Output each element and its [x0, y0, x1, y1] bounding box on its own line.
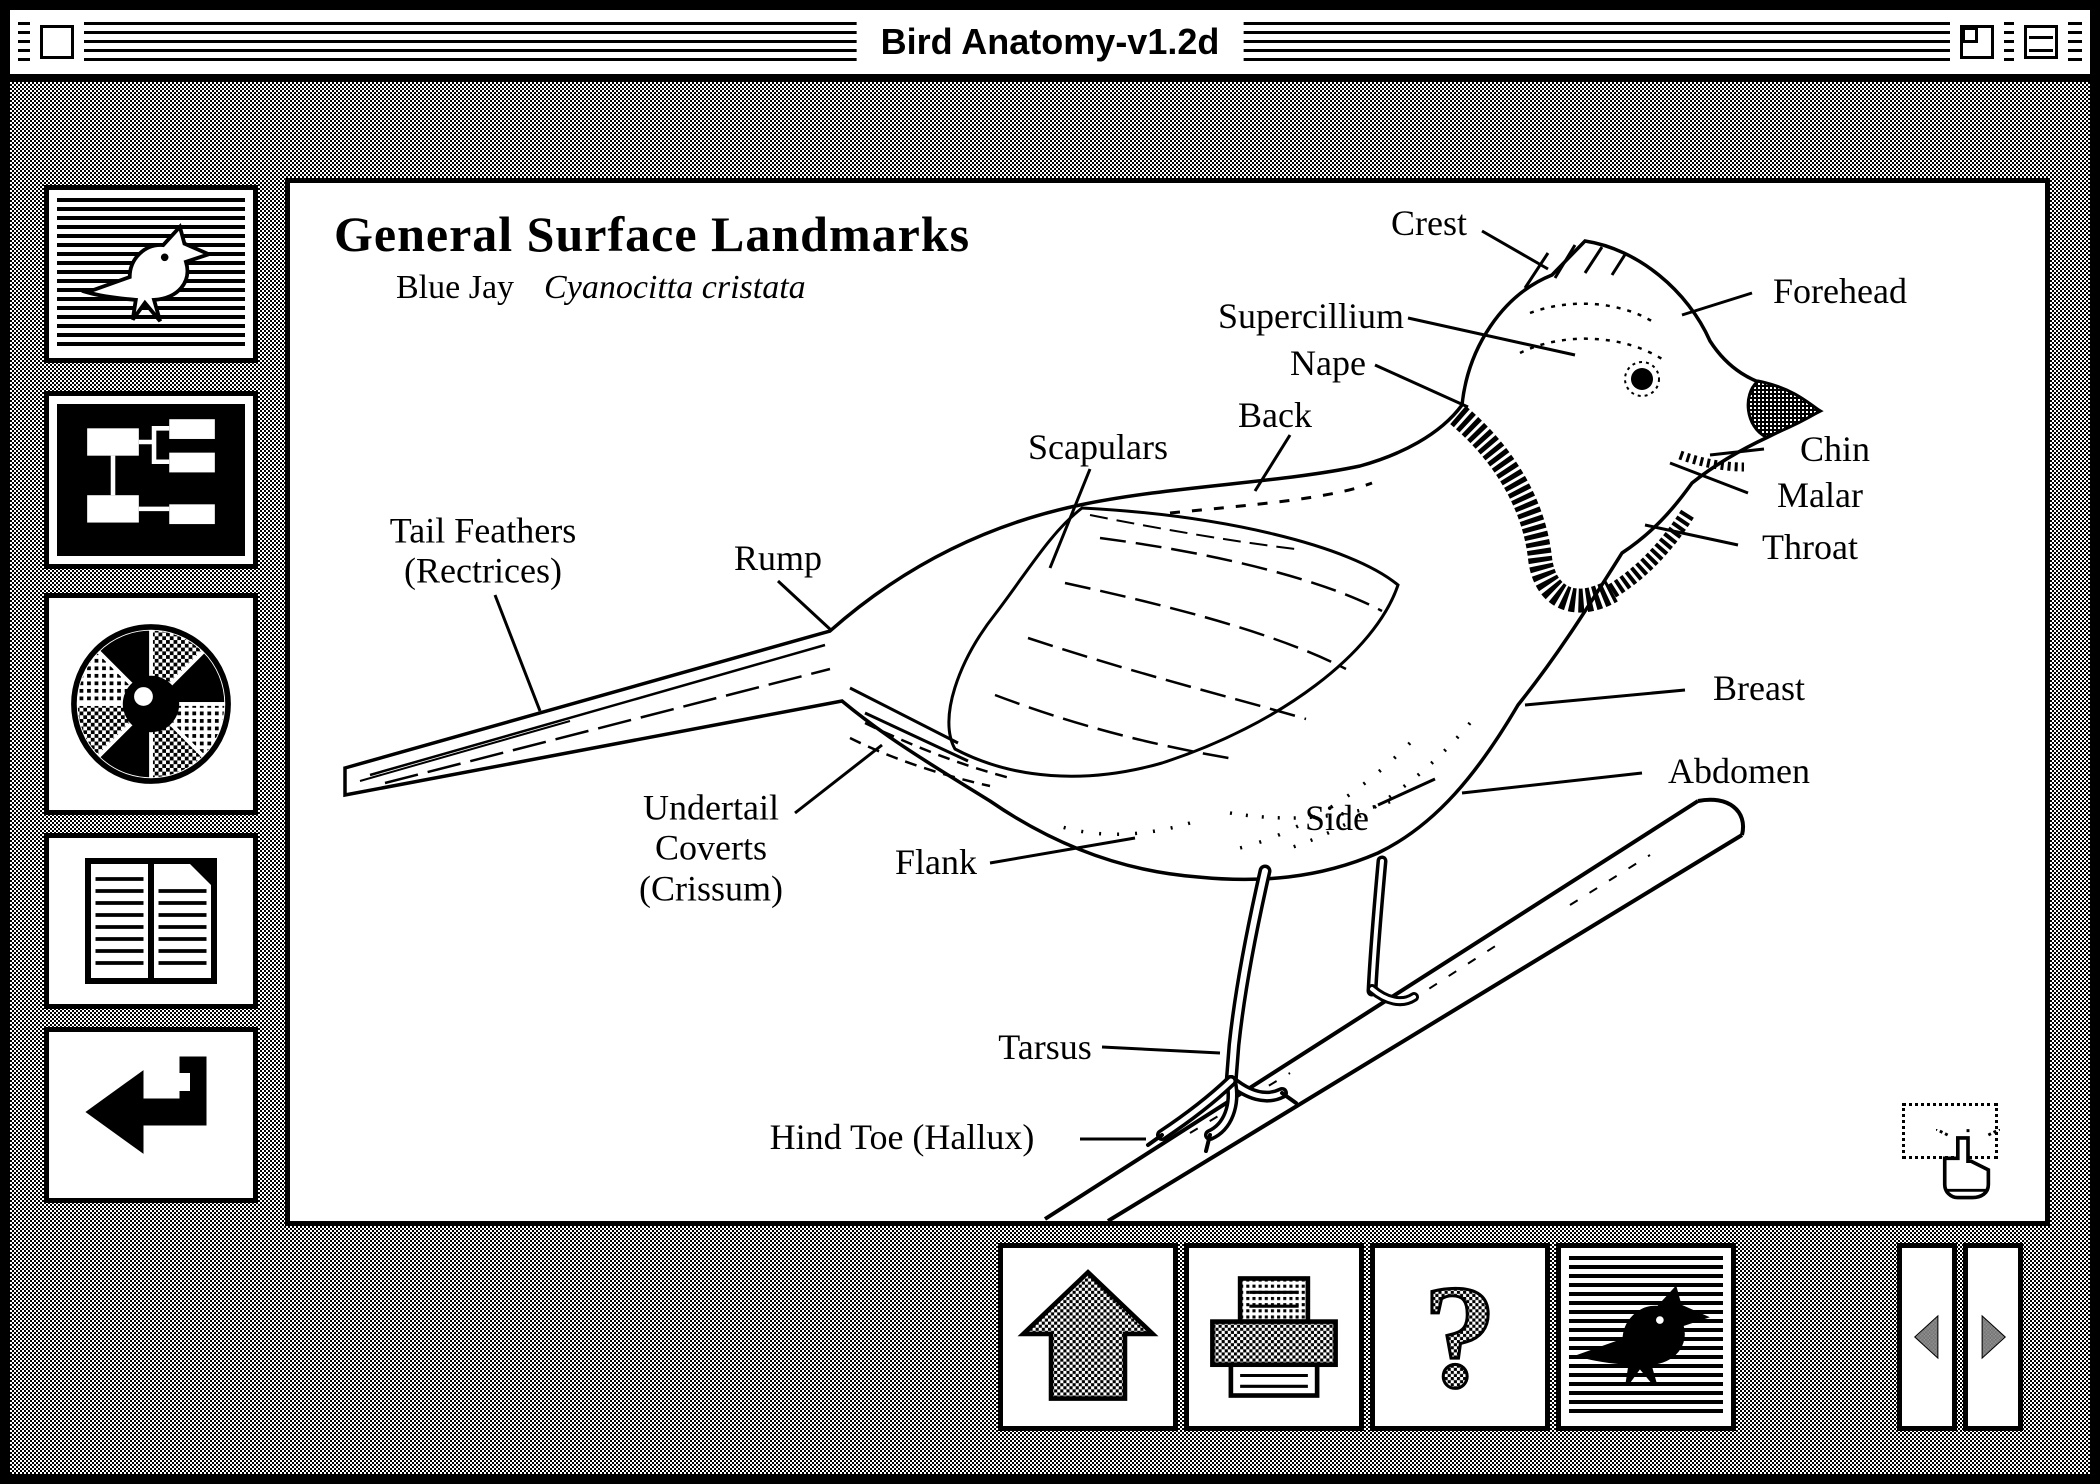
bird-silhouette-icon	[1569, 1256, 1723, 1418]
species-scientific-name: Cyanocitta cristata	[544, 269, 806, 306]
title-bar[interactable]: Bird Anatomy-v1.2d	[10, 10, 2090, 82]
toolbar-button-bird-index[interactable]	[1556, 1243, 1736, 1431]
sidebar-button-book[interactable]	[44, 833, 258, 1009]
svg-text:?: ?	[1423, 1256, 1497, 1418]
branch	[1043, 797, 1746, 1221]
close-box-icon[interactable]	[40, 25, 74, 59]
anatomy-label-forehead[interactable]: Forehead	[1773, 270, 1907, 311]
sidebar-button-map[interactable]	[44, 391, 258, 569]
toolbar-button-print[interactable]	[1184, 1243, 1364, 1431]
nav-arrows	[1897, 1243, 2023, 1431]
collapse-box-icon[interactable]	[2024, 25, 2058, 59]
bird-legs	[1146, 855, 1419, 1153]
anatomy-label-back[interactable]: Back	[1238, 394, 1312, 435]
toolbar-button-home[interactable]	[998, 1243, 1178, 1431]
cursor-overlay	[1902, 1103, 2022, 1213]
left-arrow-icon	[1910, 1256, 1944, 1418]
anatomy-label-breast[interactable]: Breast	[1713, 667, 1805, 708]
toolbar-button-next[interactable]	[1963, 1243, 2023, 1431]
diagram-subtitle: Blue Jay Cyanocitta cristata	[396, 269, 806, 307]
flowchart-icon	[57, 404, 245, 556]
bird-illustration	[343, 229, 1824, 1221]
anatomy-label-throat[interactable]: Throat	[1762, 526, 1858, 567]
anatomy-label-undertail-coverts[interactable]: Undertail Coverts (Crissum)	[639, 787, 783, 909]
sidebar-button-bird[interactable]	[44, 185, 258, 363]
anatomy-label-hind-toe[interactable]: Hind Toe (Hallux)	[769, 1116, 1035, 1157]
bird-body	[343, 239, 1824, 882]
anatomy-label-tarsus[interactable]: Tarsus	[998, 1026, 1092, 1067]
desktop-area: General Surface Landmarks Blue Jay Cyanoc…	[10, 82, 2090, 1474]
anatomy-label-chin[interactable]: Chin	[1799, 428, 1871, 469]
right-arrow-icon	[1976, 1256, 2010, 1418]
anatomy-label-scapulars[interactable]: Scapulars	[1028, 426, 1168, 467]
question-mark-icon: ?	[1383, 1256, 1537, 1418]
anatomy-label-nape[interactable]: Nape	[1290, 342, 1366, 383]
collapse-box-lines	[2029, 36, 2053, 52]
home-arrow-up-icon	[1011, 1256, 1165, 1418]
zoom-box-inner	[1962, 27, 1978, 43]
anatomy-label-flank[interactable]: Flank	[894, 841, 978, 882]
sidebar-button-back[interactable]	[44, 1027, 258, 1203]
pointing-hand-cursor	[1936, 1129, 2000, 1200]
diagram-card: General Surface Landmarks Blue Jay Cyanoc…	[285, 178, 2050, 1226]
return-arrow-icon	[57, 1040, 245, 1190]
diagram-title: General Surface Landmarks	[334, 206, 971, 262]
anatomy-label-supercillium[interactable]: Supercillium	[1218, 295, 1404, 336]
anatomy-label-tail-feathers[interactable]: Tail Feathers (Rectrices)	[389, 510, 577, 591]
bottom-toolbar: ?	[998, 1243, 1736, 1431]
zoom-box-icon[interactable]	[1960, 25, 1994, 59]
sidebar-button-wheel[interactable]	[44, 593, 258, 815]
window-title: Bird Anatomy-v1.2d	[856, 21, 1244, 63]
anatomy-label-malar[interactable]: Malar	[1777, 474, 1863, 515]
leader-lines	[493, 229, 1765, 1141]
toolbar-button-help[interactable]: ?	[1370, 1243, 1550, 1431]
book-pages-icon	[57, 846, 245, 996]
anatomy-label-abdomen[interactable]: Abdomen	[1668, 750, 1810, 791]
species-common-name: Blue Jay	[396, 269, 515, 306]
color-wheel-icon	[57, 606, 245, 802]
printer-icon	[1197, 1256, 1351, 1418]
anatomy-label-rump[interactable]: Rump	[733, 537, 823, 578]
toolbar-button-prev[interactable]	[1897, 1243, 1957, 1431]
anatomy-label-crest[interactable]: Crest	[1391, 202, 1467, 243]
bird-icon	[57, 198, 245, 350]
anatomy-label-side[interactable]: Side	[1304, 797, 1370, 838]
